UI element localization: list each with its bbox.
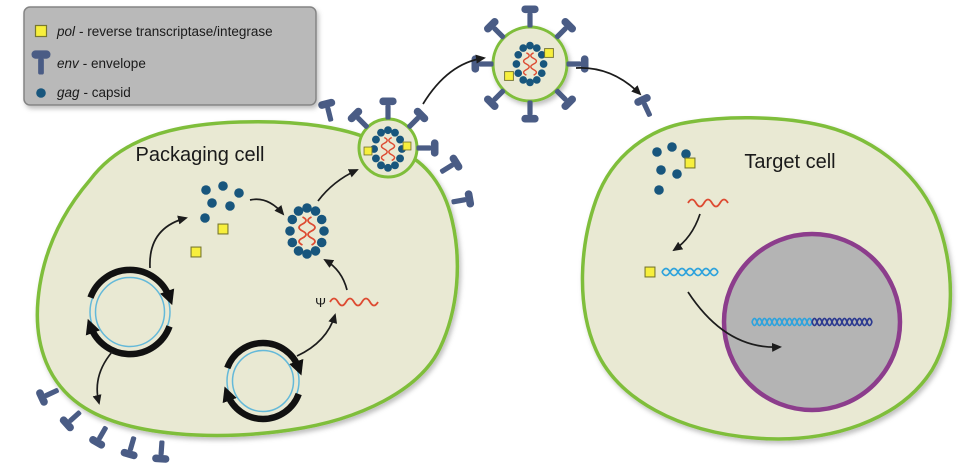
gag-dot-icon — [225, 201, 235, 211]
legend-item-gag: gag - capsid — [36, 85, 131, 100]
legend-item-env: env- envelope — [31, 50, 146, 75]
gag-dot-icon — [234, 188, 244, 198]
legend-desc-pol: - reverse transcriptase/integrase — [79, 24, 273, 39]
pol-square-icon — [363, 146, 373, 156]
pol-square-icon — [544, 48, 554, 58]
packaging-cell-membrane — [35, 119, 460, 438]
env-spike-icon — [450, 189, 475, 211]
free-virion — [471, 5, 589, 123]
pol-square-icon — [402, 141, 412, 151]
pol-square-icon — [217, 223, 229, 235]
arrow-dna-to-nucleus — [687, 291, 782, 352]
env-spike-icon — [87, 422, 114, 450]
env-spike-icon — [416, 139, 439, 157]
packaging-cell-label: Packaging cell — [136, 144, 265, 166]
svg-text:pol- reverse transcriptase/int: pol- reverse transcriptase/integrase — [56, 24, 273, 39]
legend-gene-env: env — [57, 56, 80, 71]
env-spike-icon — [58, 405, 87, 433]
process-arrows — [92, 54, 782, 405]
svg-text:gag- capsid: gag - capsid — [57, 85, 131, 100]
legend-item-pol: pol- reverse transcriptase/integrase — [34, 24, 273, 39]
legend-desc-env: - envelope — [83, 56, 146, 71]
legend-desc-gag: - capsid — [84, 85, 131, 100]
gag-dot-icon — [652, 147, 662, 157]
arrow-rna-to-capsid — [323, 258, 348, 291]
gag-dot-icon — [201, 185, 211, 195]
arrow-plasmid1-to-gag — [149, 215, 188, 269]
env-spike-icon — [151, 439, 171, 464]
integrated-provirus-dna — [751, 317, 873, 327]
gag-dot-icon — [656, 165, 666, 175]
arrow-rna-to-dna — [672, 213, 701, 252]
gag-dot-icon — [672, 169, 682, 179]
viral-rna-strand — [687, 198, 729, 208]
vector-rna: Ψ — [315, 295, 379, 310]
gag-dot-icon — [654, 185, 664, 195]
packaging-cell: Packaging cell Ψ — [34, 97, 475, 464]
pol-square-icon — [34, 24, 48, 38]
svg-text:env- envelope: env- envelope — [57, 56, 146, 71]
env-spike-icon — [633, 92, 659, 121]
target-cell-label: Target cell — [744, 151, 835, 173]
gag-dot-icon — [218, 181, 228, 191]
pol-square-icon — [190, 246, 202, 258]
nucleus — [721, 231, 903, 413]
psi-label: Ψ — [315, 295, 326, 310]
gag-dot-icon — [207, 198, 217, 208]
gag-dot-icon — [681, 149, 691, 159]
budding-virion — [346, 97, 439, 179]
arrow-plasmid1-to-membrane-env — [92, 351, 113, 405]
env-spike-icon — [436, 153, 464, 180]
target-cell: Target cell — [580, 92, 953, 441]
arrow-capsid-to-budding — [317, 169, 359, 202]
pol-square-icon — [644, 266, 656, 278]
plasmid-2 — [222, 339, 304, 423]
gag-dot-icon — [667, 142, 677, 152]
pol-square-icon — [684, 157, 696, 169]
env-spike-icon — [566, 55, 589, 73]
arrow-virion-to-target — [575, 67, 642, 96]
arrow-gag-to-capsid — [249, 198, 285, 216]
plasmid-1 — [85, 266, 175, 358]
legend-gene-pol: pol — [56, 24, 76, 39]
env-spike-icon — [379, 97, 397, 120]
env-spike-icon — [119, 434, 143, 461]
gag-dot-icon — [200, 213, 210, 223]
env-spike-icon — [521, 5, 539, 28]
legend-gene-gag: gag — [57, 85, 80, 100]
env-spike-icon — [317, 98, 340, 124]
arrow-plasmid2-to-rna — [296, 313, 338, 357]
rna-strand — [329, 297, 379, 307]
reverse-transcribed-dna — [644, 266, 719, 278]
env-spike-icon — [521, 100, 539, 123]
legend-box: pol- reverse transcriptase/integrase env… — [23, 6, 317, 106]
arrow-budding-to-virion — [422, 54, 486, 105]
pol-square-icon — [504, 71, 514, 81]
gag-dot-icon — [36, 88, 46, 98]
